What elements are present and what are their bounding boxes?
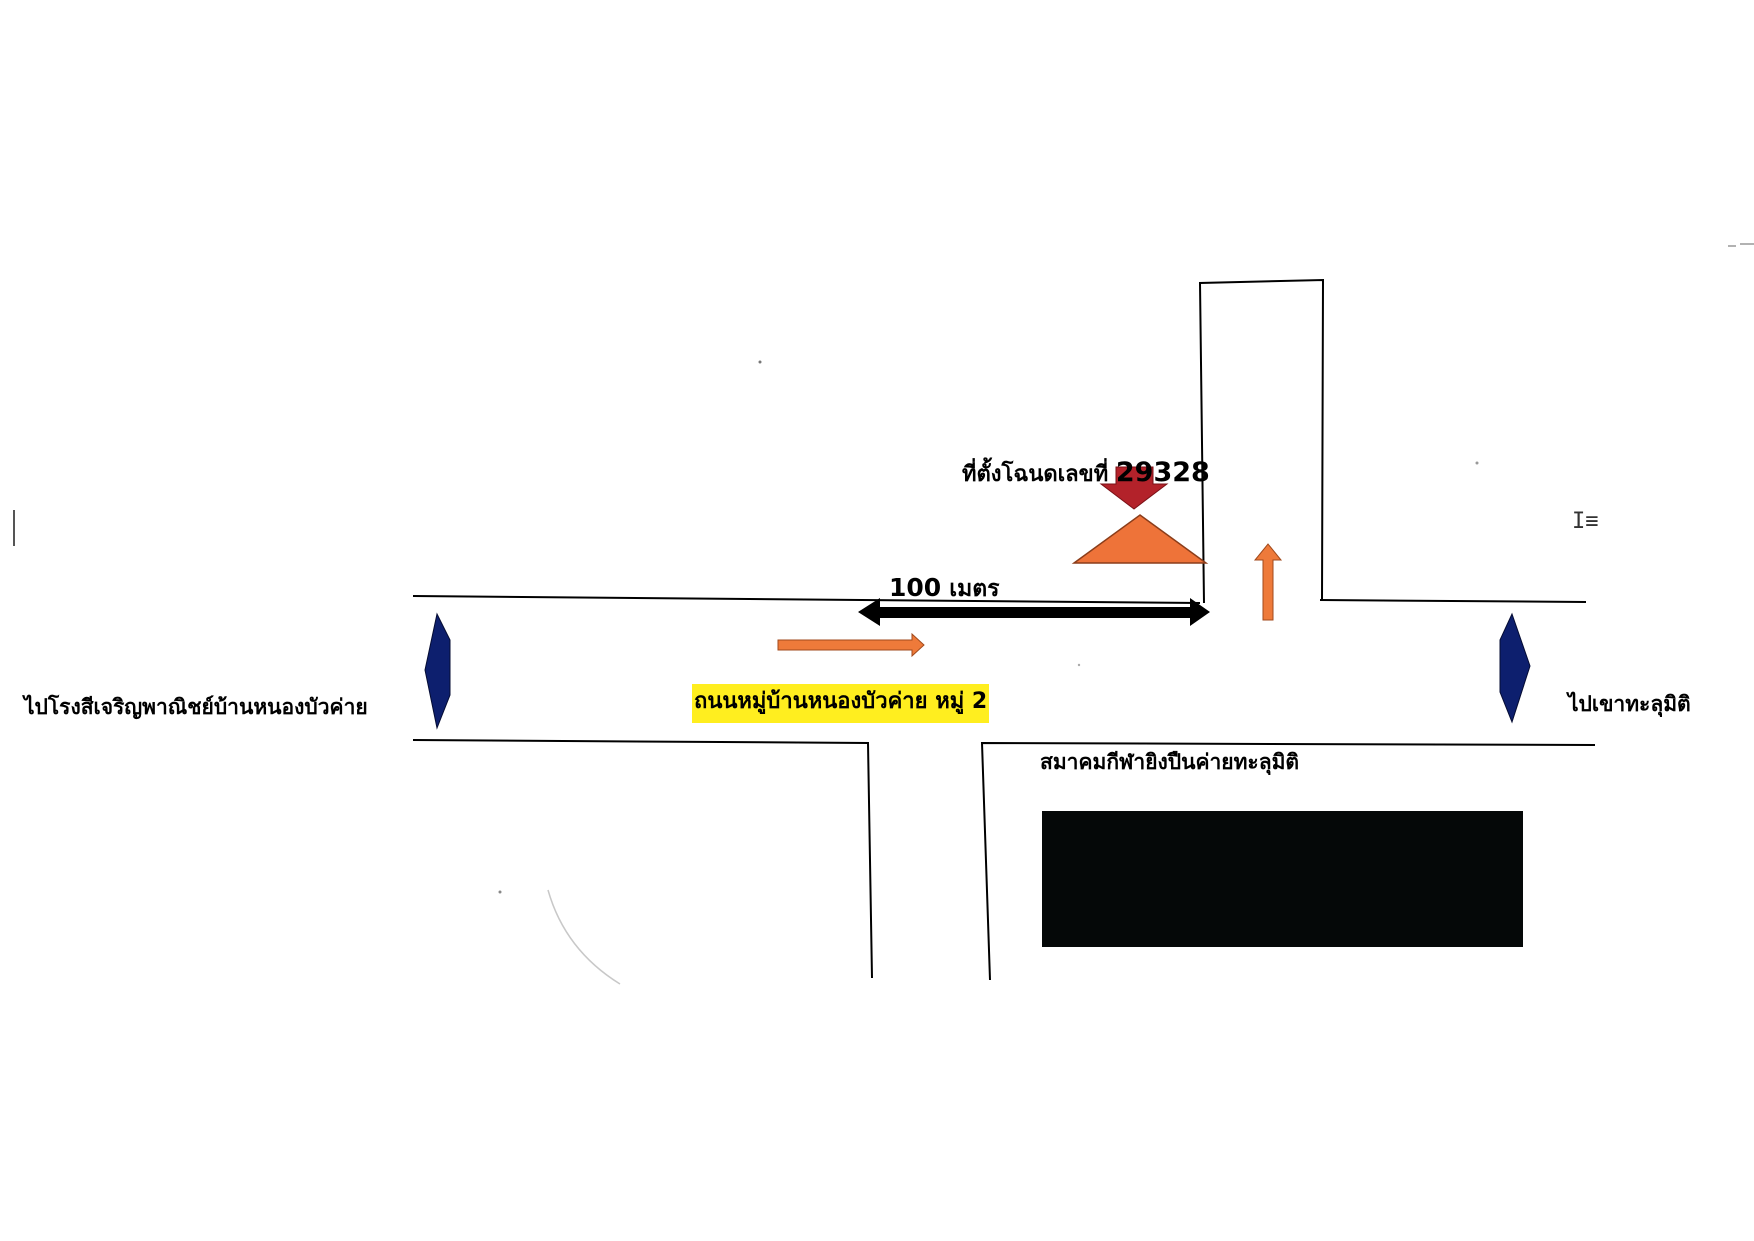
building-block (1042, 811, 1523, 947)
speck (1475, 461, 1479, 465)
navy-chevron-right-icon (1499, 612, 1531, 724)
speck (498, 890, 502, 894)
corner-mark (1728, 243, 1754, 247)
orange-right-arrow-icon (777, 632, 925, 658)
left-destination-label: ไปโรงสีเจริญพาณิชย์บ้านหนองบัวค่าย (24, 695, 368, 719)
text-cursor-icon: I≡ (1572, 509, 1599, 534)
speck (1077, 663, 1081, 667)
main-road-bottom-edge-right (980, 741, 1596, 981)
deed-prefix: ที่ตั้งโฉนดเลขที่ (962, 462, 1109, 487)
distance-arrow-icon (858, 598, 1210, 626)
right-destination-label: ไปเขาทะลุมิติ (1568, 692, 1691, 716)
deed-number: 29328 (1115, 457, 1210, 488)
navy-chevron-left-icon (424, 612, 451, 730)
main-road-bottom-edge-left (412, 739, 873, 979)
orange-triangle-marker-icon (1071, 514, 1209, 564)
association-label: สมาคมกีฬายิงปืนค่ายทะลุมิติ (1040, 750, 1300, 774)
distance-unit: เมตร (949, 576, 1000, 602)
north-side-road (1198, 278, 1325, 604)
main-road-top-edge (412, 595, 1201, 604)
red-down-arrow-icon (1099, 466, 1169, 510)
orange-up-arrow-icon (1253, 543, 1283, 621)
road-name-label: ถนนหมู่บ้านหนองบัวค่าย หมู่ 2 (692, 684, 990, 723)
distance-value: 100 (889, 573, 942, 602)
faint-curve (547, 889, 621, 985)
distance-label: 100 เมตร (889, 575, 1000, 601)
main-road-top-edge-right (1319, 599, 1587, 603)
deed-location-label: ที่ตั้งโฉนดเลขที่ 29328 (962, 459, 1210, 486)
speck (758, 360, 762, 364)
